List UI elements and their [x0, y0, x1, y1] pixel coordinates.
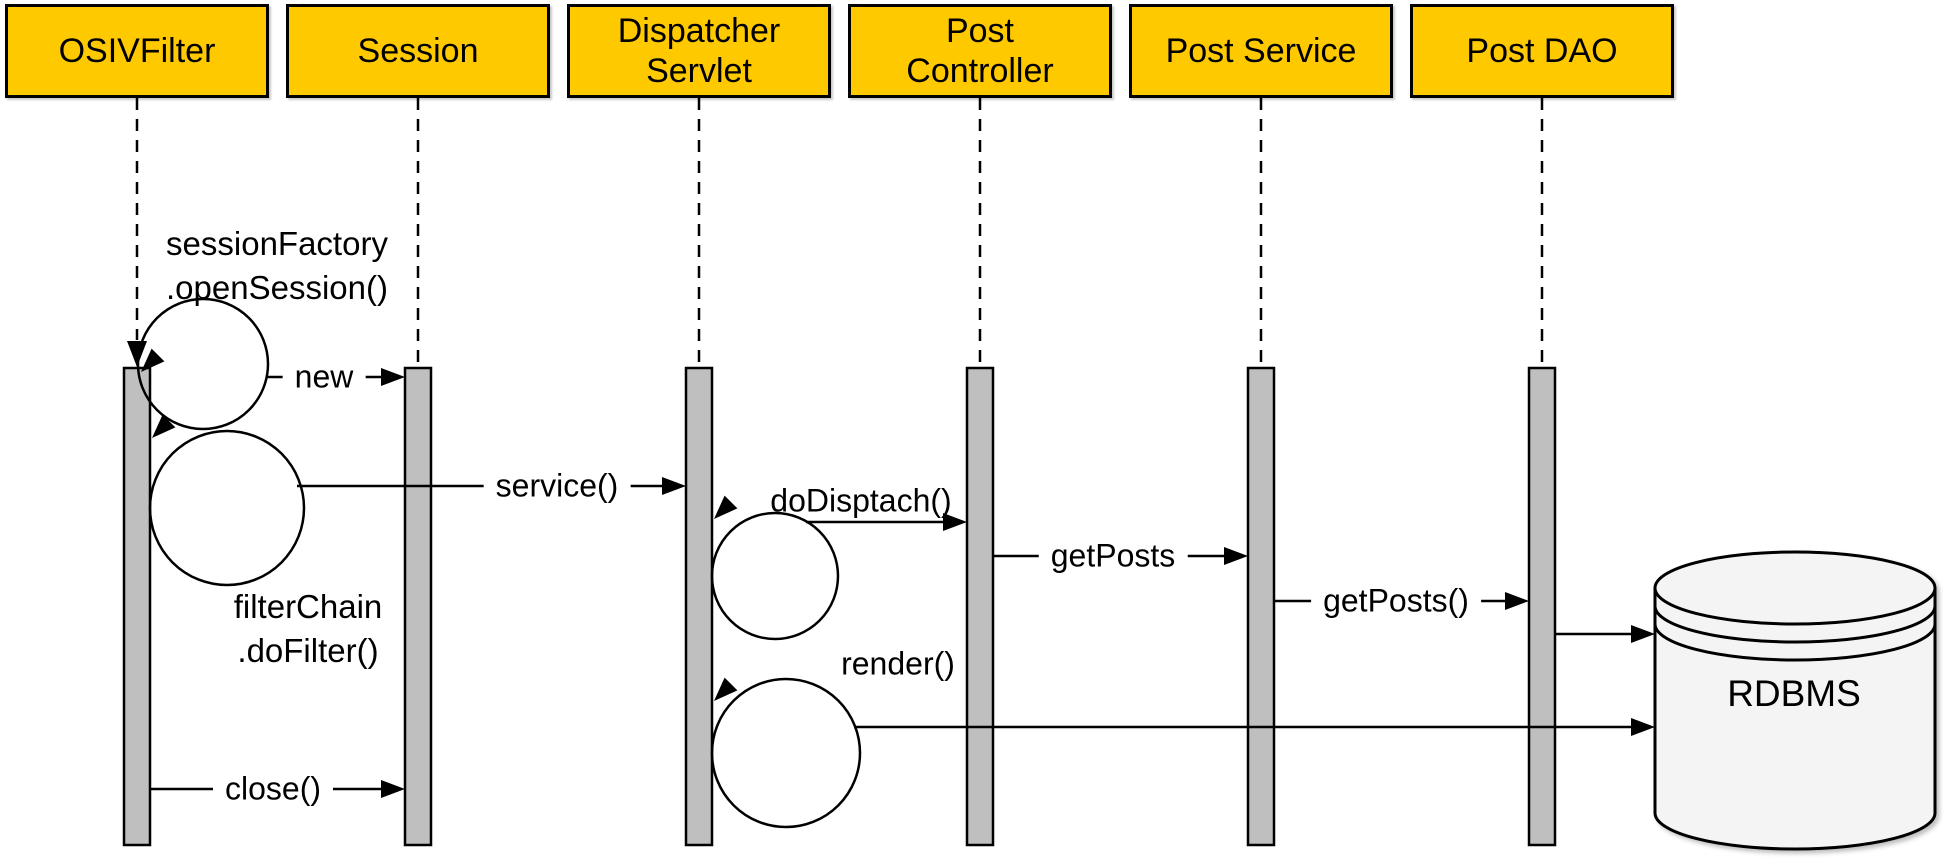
database-ring-2 — [1653, 623, 1937, 662]
lifelines — [135, 98, 1544, 368]
activation-bar-osivfilter — [122, 366, 152, 847]
message-label-open-session: sessionFactory .openSession() — [166, 222, 388, 310]
arrowhead-new-icon — [381, 368, 405, 386]
database-ring-1 — [1653, 605, 1937, 644]
loop-render-arrowhead-icon — [714, 677, 738, 701]
participant-box-post-controller: Post Controller — [848, 4, 1112, 98]
loop-do-filter-arrowhead-icon — [152, 414, 176, 438]
arrowhead-service-icon — [662, 477, 686, 495]
participant-label: OSIVFilter — [58, 32, 216, 70]
arrowhead-dao-to-rdbms-icon — [1631, 625, 1655, 643]
participant-label: Post DAO — [1466, 32, 1618, 70]
participant-label: Post Controller — [906, 12, 1054, 90]
participant-box-dispatcher-servlet: Dispatcher Servlet — [567, 4, 831, 98]
participant-label: Dispatcher Servlet — [617, 12, 781, 90]
loop-open-session — [136, 297, 270, 431]
message-label-get-posts-dao: getPosts() — [1311, 582, 1481, 620]
participant-box-post-dao: Post DAO — [1410, 4, 1674, 98]
message-label-new: new — [282, 358, 366, 396]
message-label-do-dispatch: doDisptach() — [770, 482, 952, 519]
database-body — [1653, 550, 1937, 851]
loop-do-filter — [148, 429, 306, 587]
message-label-line: sessionFactory — [166, 225, 388, 262]
open-session-arrowhead-icon — [127, 341, 147, 367]
message-label-close: close() — [212, 770, 334, 808]
message-arrowheads — [381, 368, 1655, 798]
message-label-line: filterChain — [233, 588, 383, 625]
loop-open-session-arrowhead-icon — [141, 348, 165, 372]
loop-do-dispatch-arrowhead-icon — [714, 495, 738, 519]
activation-bar-dispatcher-servlet — [684, 366, 714, 847]
message-label-get-posts: getPosts — [1038, 537, 1188, 575]
arrowhead-get-posts-dao-icon — [1505, 592, 1529, 610]
activation-bar-session — [403, 366, 433, 847]
arrowhead-get-posts-icon — [1224, 547, 1248, 565]
participant-box-session: Session — [286, 4, 550, 98]
loop-render — [710, 677, 862, 829]
activation-bars — [122, 366, 1557, 847]
database-label: RDBMS — [1727, 673, 1861, 714]
arrowhead-close-icon — [381, 780, 405, 798]
arrowhead-do-dispatch-icon — [943, 513, 967, 531]
message-label-render: render() — [841, 645, 955, 682]
participant-label: Post Service — [1165, 32, 1357, 70]
self-call-loops — [136, 297, 862, 829]
loop-return-arrowheads — [141, 348, 738, 701]
message-label-line: .doFilter() — [237, 632, 379, 669]
loop-do-dispatch — [710, 511, 840, 641]
activation-bar-post-service — [1246, 366, 1276, 847]
participant-label: Session — [357, 32, 479, 70]
arrowhead-render-icon — [1631, 718, 1655, 736]
message-label-service: service() — [483, 467, 631, 505]
participant-box-post-service: Post Service — [1129, 4, 1393, 98]
participant-box-osivfilter: OSIVFilter — [5, 4, 269, 98]
database-cylinder-icon — [1653, 550, 1937, 851]
activation-bar-post-controller — [965, 366, 995, 847]
message-label-filter-chain: filterChain .doFilter() — [234, 585, 383, 673]
database-top-ellipse — [1653, 587, 1937, 626]
message-label-line: .openSession() — [166, 269, 388, 306]
activation-bar-post-dao — [1527, 366, 1557, 847]
